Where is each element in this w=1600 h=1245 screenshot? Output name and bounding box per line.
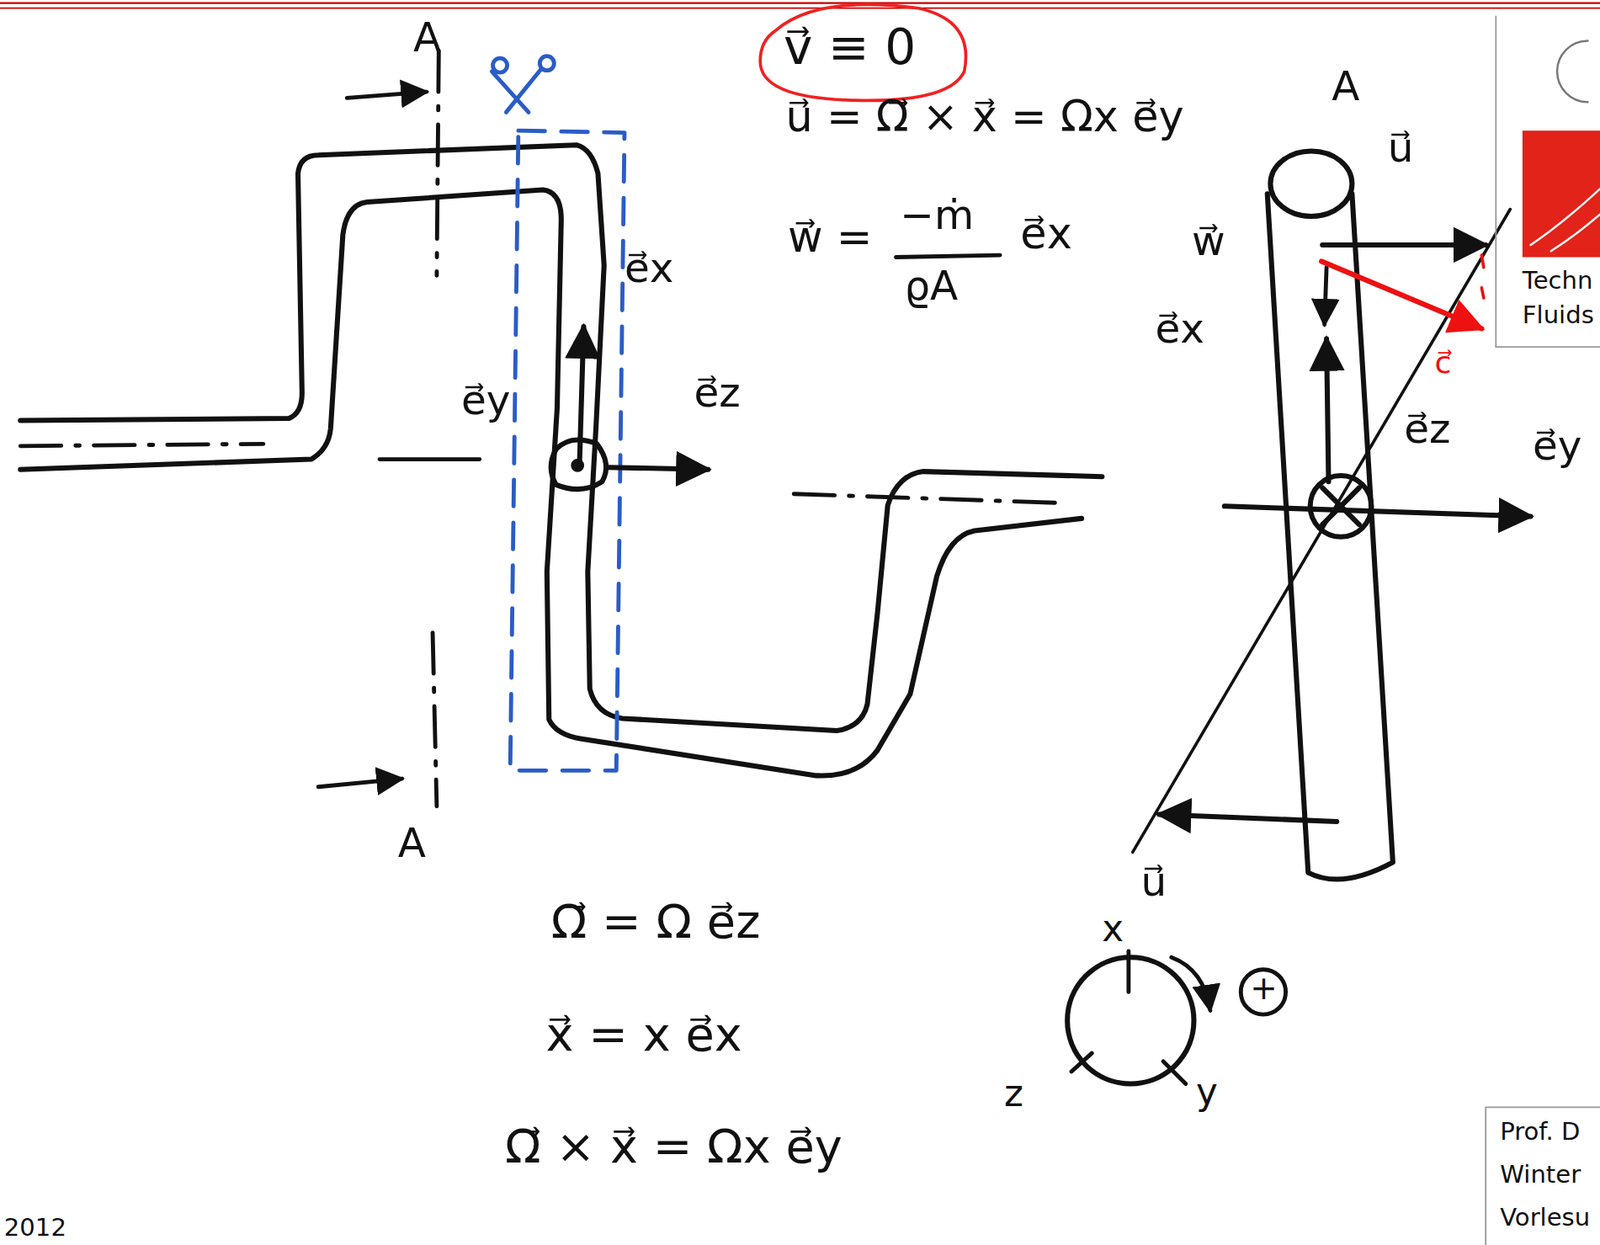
velocity-label: u⃗ xyxy=(1140,859,1167,904)
section-letter: A xyxy=(1331,63,1360,108)
unit-vector: e⃗x xyxy=(1154,306,1205,351)
lecture-text: Winter xyxy=(1499,1161,1581,1189)
unit-vector: e⃗x xyxy=(1020,210,1072,258)
velocity-label: u⃗ xyxy=(1387,124,1414,170)
lecture-text: Prof. D xyxy=(1499,1118,1580,1146)
institute-text: Techn xyxy=(1522,267,1594,295)
axis-letter: x xyxy=(1101,908,1124,949)
equation: w⃗ = xyxy=(787,214,873,262)
section-letter: A xyxy=(413,14,442,59)
velocity-label: c⃗ xyxy=(1435,345,1452,379)
unit-vector: e⃗y xyxy=(461,377,511,423)
section-letter: A xyxy=(398,820,426,866)
unit-vector: e⃗y xyxy=(1532,422,1583,468)
equation: −ṁ xyxy=(899,191,974,237)
axis-letter: y xyxy=(1196,1071,1218,1112)
sign-symbol: + xyxy=(1249,970,1278,1007)
unit-vector: e⃗z xyxy=(1403,406,1451,452)
equation: ϱA xyxy=(903,263,958,309)
unit-vector: e⃗z xyxy=(693,369,740,415)
lecture-text: Vorlesu xyxy=(1499,1204,1590,1232)
velocity-label: w⃗ xyxy=(1191,217,1226,263)
equation: u⃗ = Ω⃗ × x⃗ = Ωx e⃗y xyxy=(786,94,1185,142)
unit-vector: e⃗x xyxy=(624,244,675,290)
institute-text: Fluids xyxy=(1522,302,1595,330)
equation: Ω⃗ × x⃗ = Ωx e⃗y xyxy=(504,1120,843,1172)
year-text: 2012 xyxy=(4,1214,67,1242)
equation: v⃗ ≡ 0 xyxy=(783,20,916,75)
equation: x⃗ = x e⃗x xyxy=(546,1008,743,1060)
equation: Ω⃗ = Ω e⃗z xyxy=(551,895,761,947)
axis-letter: z xyxy=(1004,1073,1024,1114)
